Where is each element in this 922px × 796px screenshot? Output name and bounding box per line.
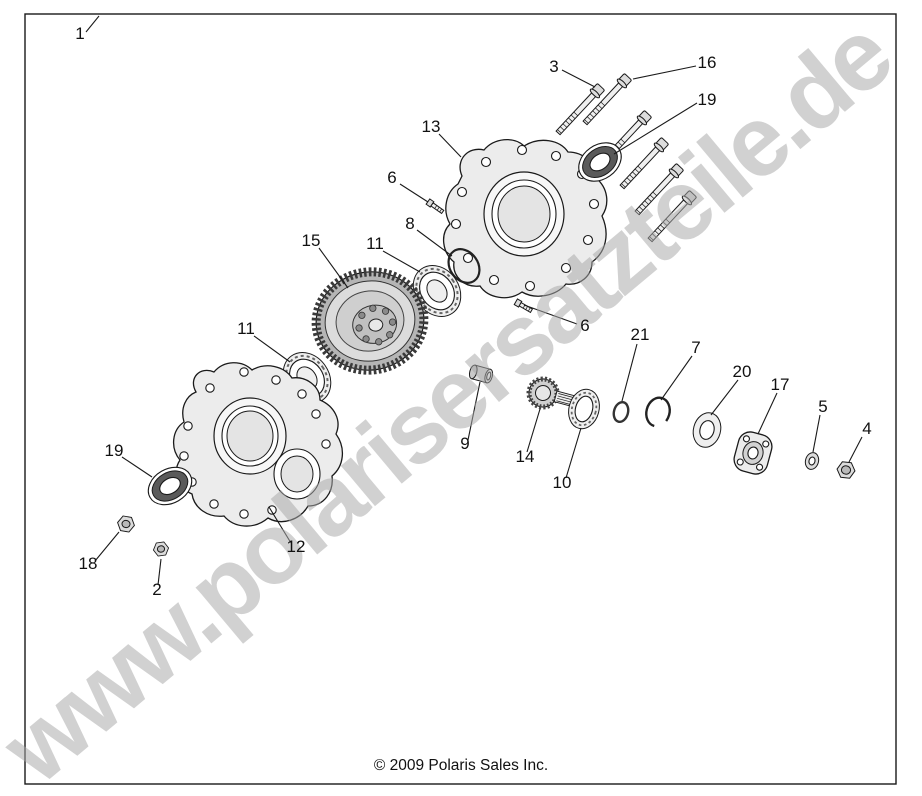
callouts: 1 3 16 19 13 6 8 15 11 11 6 21 7 20 17 5… bbox=[75, 24, 871, 599]
callout-12: 12 bbox=[287, 537, 306, 556]
callout-15: 15 bbox=[302, 231, 321, 250]
o-ring-drawing bbox=[447, 248, 481, 284]
callout-6-upper: 6 bbox=[387, 168, 396, 187]
callout-21: 21 bbox=[631, 325, 650, 344]
callout-10: 10 bbox=[553, 473, 572, 492]
callout-13: 13 bbox=[422, 117, 441, 136]
callout-9: 9 bbox=[460, 434, 469, 453]
callout-18: 18 bbox=[79, 554, 98, 573]
small-o-ring-drawing bbox=[612, 400, 630, 424]
callout-1: 1 bbox=[75, 24, 84, 43]
callout-20: 20 bbox=[733, 362, 752, 381]
gearcase-housing-drawing bbox=[173, 362, 343, 527]
fill-plug-drawing bbox=[152, 540, 170, 558]
output-flange-drawing bbox=[733, 431, 773, 475]
callout-19-bottom: 19 bbox=[105, 441, 124, 460]
callout-19-top: 19 bbox=[698, 90, 717, 109]
pinion-bearing-drawing bbox=[568, 388, 600, 430]
leader-lines bbox=[85, 15, 863, 586]
callout-7: 7 bbox=[691, 338, 700, 357]
callout-8: 8 bbox=[405, 214, 414, 233]
vent-screw-drawing bbox=[425, 198, 446, 216]
callout-5: 5 bbox=[818, 397, 827, 416]
callout-17: 17 bbox=[771, 375, 790, 394]
assembly-border bbox=[24, 13, 897, 785]
callout-3: 3 bbox=[549, 57, 558, 76]
callout-11-upper: 11 bbox=[366, 234, 384, 253]
callout-16: 16 bbox=[698, 53, 717, 72]
snap-ring-drawing bbox=[645, 396, 671, 428]
washer-drawing bbox=[692, 412, 722, 448]
drain-plug-drawing bbox=[115, 514, 137, 534]
ring-gear-drawing bbox=[311, 267, 429, 375]
pinion-shaft-drawing bbox=[526, 376, 593, 411]
copyright-text: © 2009 Polaris Sales Inc. bbox=[374, 757, 548, 774]
callout-6-lower: 6 bbox=[580, 316, 589, 335]
callout-2: 2 bbox=[152, 580, 161, 599]
callout-11-lower: 11 bbox=[237, 319, 255, 338]
spacer-drawing bbox=[468, 364, 494, 384]
callout-4: 4 bbox=[862, 419, 871, 438]
hex-nut-drawing bbox=[835, 460, 857, 480]
small-washer-drawing bbox=[804, 452, 820, 470]
callout-14: 14 bbox=[516, 447, 535, 466]
